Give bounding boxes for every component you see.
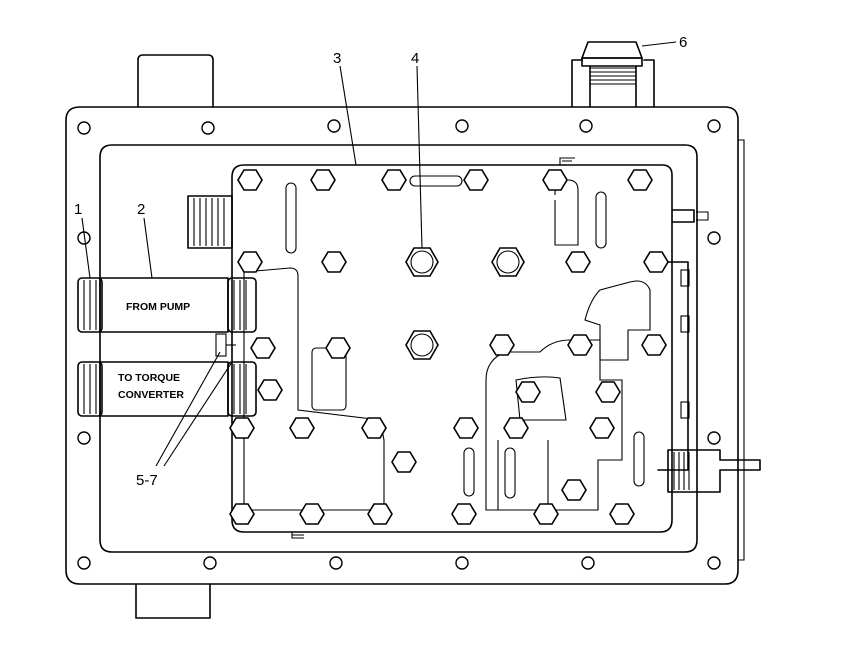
- callout-4: 4: [411, 50, 419, 67]
- callout-2: 2: [137, 201, 145, 218]
- leader-lines: [81, 41, 677, 467]
- callout-5-7: 5-7: [136, 472, 158, 489]
- from-pump-line-fitting: [77, 277, 257, 333]
- fitting-parts-5-7: [215, 333, 236, 357]
- from-pump-label: FROM PUMP: [126, 301, 190, 313]
- to-torque-label-line2: CONVERTER: [118, 389, 184, 401]
- breather-plug: [571, 41, 655, 108]
- housing-bolt-holes: [77, 119, 721, 570]
- transmission-housing: [65, 54, 745, 619]
- callout-3: 3: [333, 50, 341, 67]
- callout-6: 6: [679, 34, 687, 51]
- valve-body-bolts: [229, 169, 669, 525]
- to-torque-label-line1: TO TORQUE: [118, 372, 180, 384]
- left-top-fitting: [187, 195, 233, 249]
- callout-1: 1: [74, 201, 82, 218]
- to-torque-converter-line-fitting: [77, 361, 257, 417]
